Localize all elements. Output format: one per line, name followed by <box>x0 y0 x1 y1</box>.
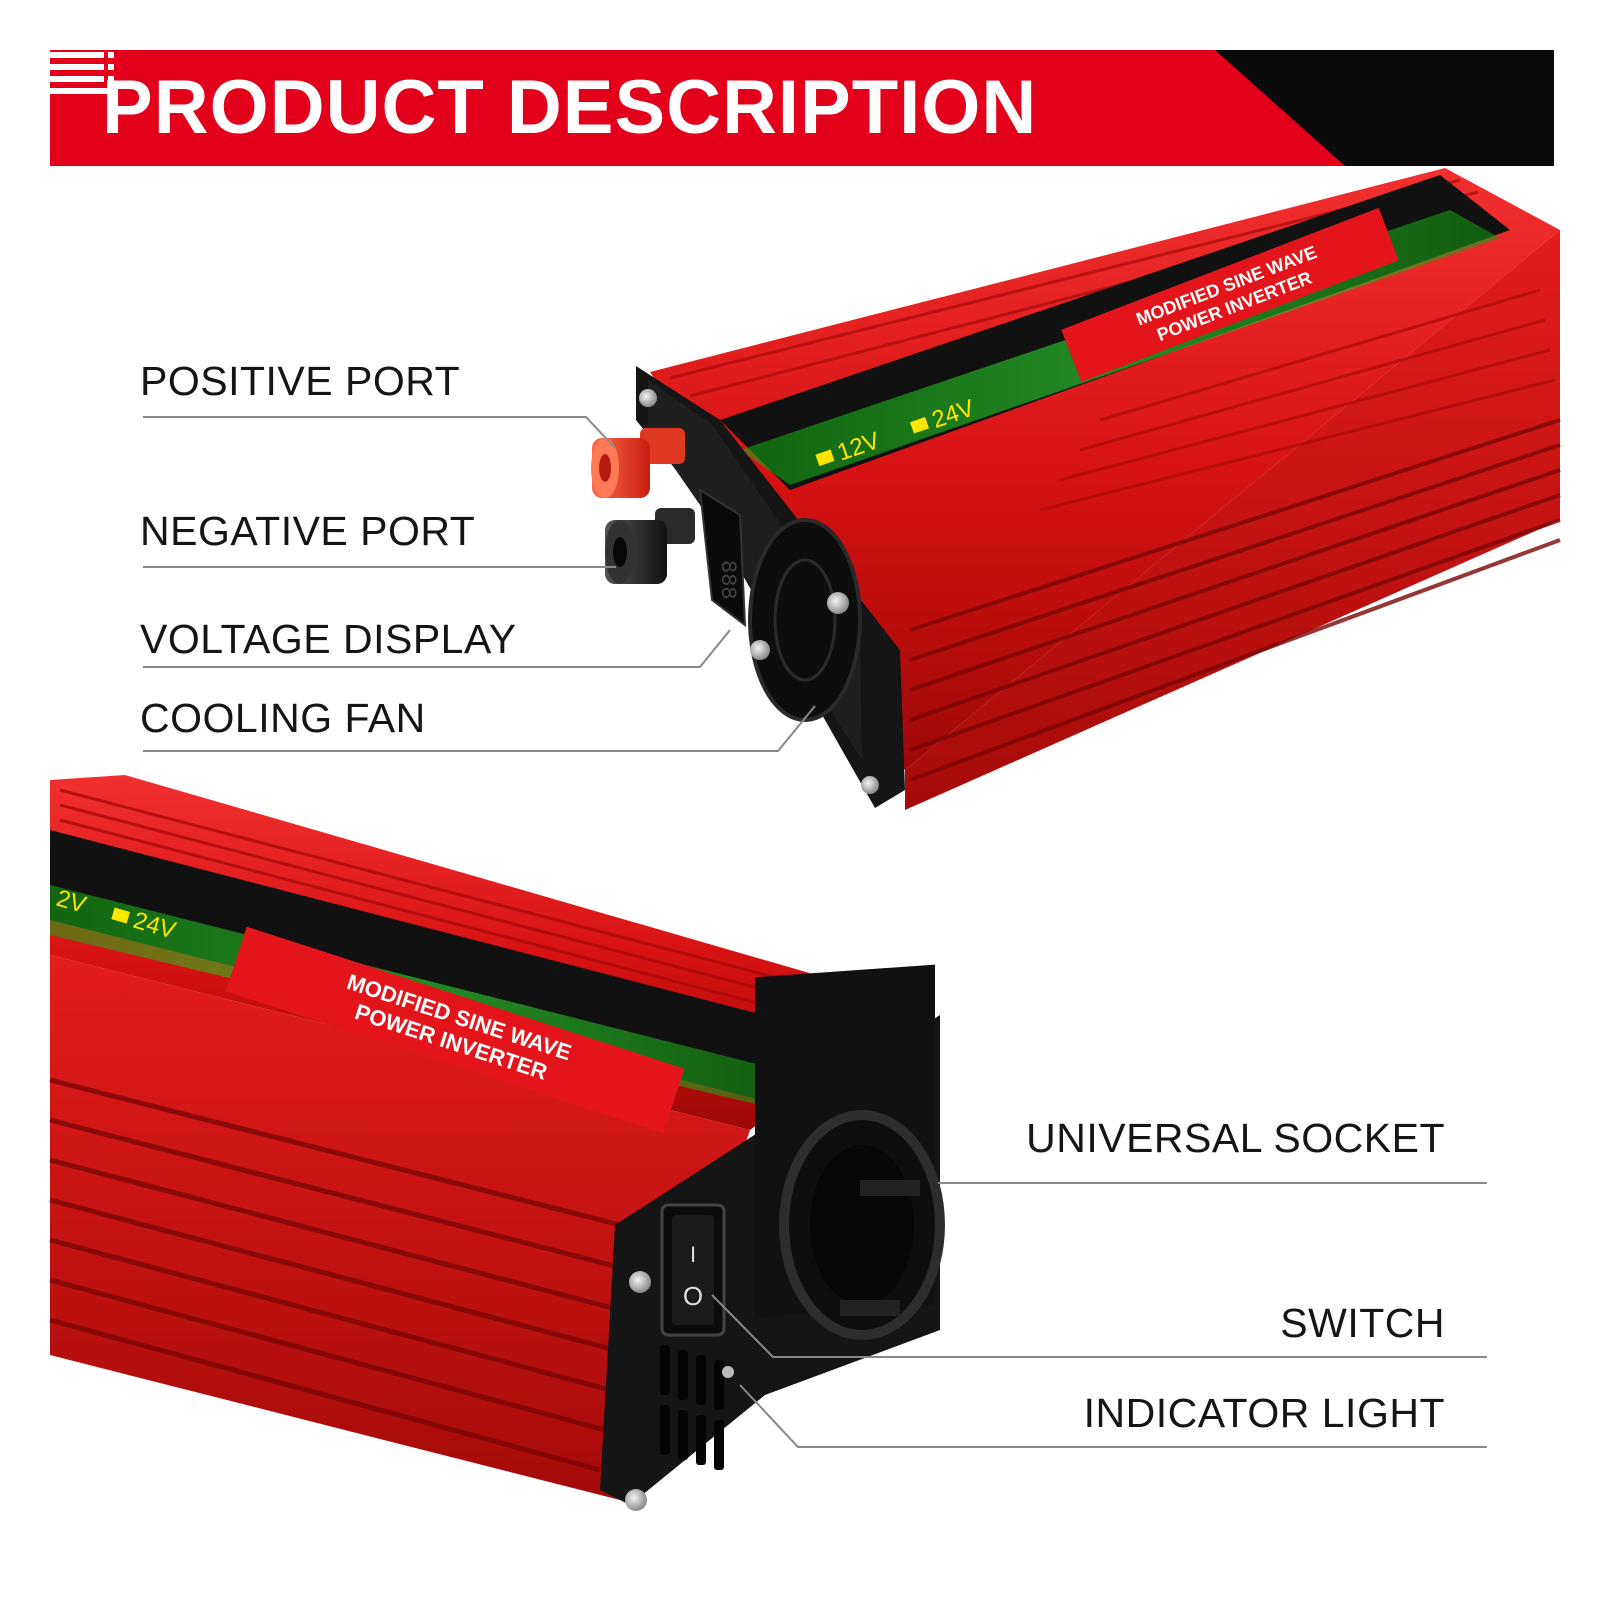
screw-icon <box>861 776 879 794</box>
cooling-fan-icon <box>748 518 862 722</box>
screw-icon <box>639 389 657 407</box>
power-switch-icon: I O <box>660 1203 726 1337</box>
voltage-display-digits: 888 <box>715 560 740 600</box>
switch-on-mark: I <box>690 1242 696 1267</box>
screw-icon <box>629 1271 651 1293</box>
menu-icon[interactable] <box>50 50 114 96</box>
callout-voltage-display: VOLTAGE DISPLAY <box>140 616 517 662</box>
callout-positive-port: POSITIVE PORT <box>140 358 461 404</box>
screw-icon <box>827 592 849 614</box>
inverter-top-view: MODIFIED SINE WAVE POWER INVERTER 12V 24… <box>591 168 1561 810</box>
callout-universal-socket: UNIVERSAL SOCKET <box>1026 1115 1445 1161</box>
callout-indicator-light: INDICATOR LIGHT <box>1083 1390 1445 1436</box>
screw-icon <box>625 1489 647 1511</box>
screw-icon <box>750 640 770 660</box>
callout-cooling-fan: COOLING FAN <box>140 695 426 741</box>
callout-negative-port: NEGATIVE PORT <box>140 508 476 554</box>
switch-off-mark: O <box>683 1281 703 1311</box>
callout-switch: SWITCH <box>1280 1300 1445 1346</box>
page-title: PRODUCT DESCRIPTION <box>102 65 1038 150</box>
callout-lines <box>143 416 1487 1448</box>
positive-terminal-icon <box>591 428 685 498</box>
banner-background <box>50 50 1554 166</box>
vent-slots <box>660 1345 724 1470</box>
header-banner: PRODUCT DESCRIPTION <box>50 50 1554 166</box>
inverter-bottom-view: MODIFIED SINE WAVE POWER INVERTER 2V 24V <box>49 775 945 1511</box>
negative-terminal-icon <box>605 508 695 584</box>
indicator-light-icon <box>722 1366 734 1378</box>
